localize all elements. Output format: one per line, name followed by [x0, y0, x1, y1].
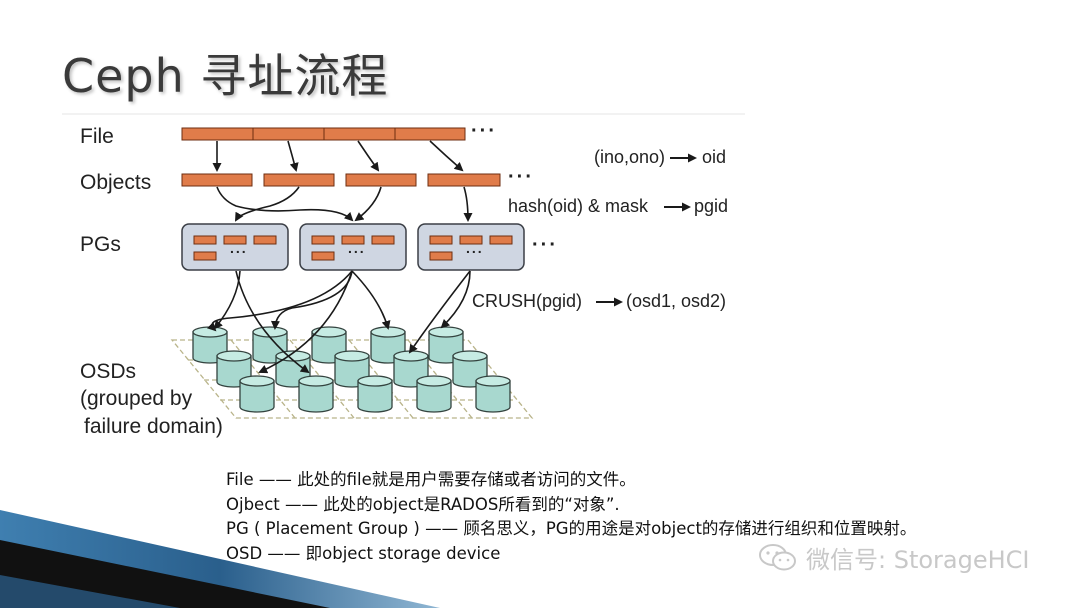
object-segments [181, 173, 501, 187]
annotation-osd-pair: (osd1, osd2) [626, 291, 727, 311]
label-failure-domain: failure domain) [84, 415, 223, 438]
pg-box [181, 223, 289, 271]
annotation-hash: hash(oid) & mask [508, 196, 649, 216]
label-file: File [80, 125, 114, 148]
pg-boxes [181, 223, 525, 271]
file-ellipsis: ··· [471, 120, 497, 142]
osd-cylinder [475, 375, 511, 413]
description-pg: PG ( Placement Group ) —— 顾名思义，PG的用途是对ob… [226, 519, 917, 538]
description-list: File —— 此处的file就是用户需要存储或者访问的文件。 Ojbect —… [226, 466, 1056, 564]
osd-cylinders [192, 326, 511, 413]
slide-title: Ceph 寻址流程 [62, 49, 389, 103]
osd-cylinder [416, 375, 452, 413]
pg-box [299, 223, 407, 271]
annotation-oid: oid [702, 147, 727, 167]
label-grouped-by: (grouped by [80, 387, 193, 410]
wechat-icon [759, 543, 796, 570]
label-osds: OSDs [80, 360, 137, 383]
pg-box [417, 223, 525, 271]
watermark: 微信号: StorageHCI [758, 540, 1030, 575]
label-objects: Objects [80, 171, 152, 194]
annotation-pgid: pgid [694, 196, 729, 216]
object-to-pg-arrows [216, 186, 473, 222]
description-file: File —— 此处的file就是用户需要存储或者访问的文件。 [226, 470, 636, 489]
annotation-crush: CRUSH(pgid) [472, 291, 583, 311]
pg-to-osd-arrows [206, 270, 471, 374]
annotation-ino-ono: (ino,ono) [594, 147, 666, 167]
osd-cylinder [239, 375, 275, 413]
decorative-band [0, 510, 440, 608]
objects-ellipsis: ··· [508, 166, 534, 188]
pg-inner-ellipsis: ... [230, 240, 248, 256]
description-osd: OSD —— 即object storage device [226, 543, 501, 563]
description-object: Ojbect —— 此处的object是RADOS所看到的“对象”. [226, 494, 620, 514]
annotation-arrows [596, 153, 697, 307]
pg-inner-ellipsis: ... [466, 240, 484, 256]
osd-cylinder [298, 375, 334, 413]
osd-cylinder [357, 375, 393, 413]
file-to-object-arrows [212, 140, 464, 172]
pgs-ellipsis: ··· [532, 234, 558, 256]
watermark-text: 微信号: StorageHCI [806, 546, 1030, 574]
pg-inner-ellipsis: ... [348, 240, 366, 256]
label-pgs: PGs [80, 233, 121, 256]
file-bar [181, 127, 466, 141]
